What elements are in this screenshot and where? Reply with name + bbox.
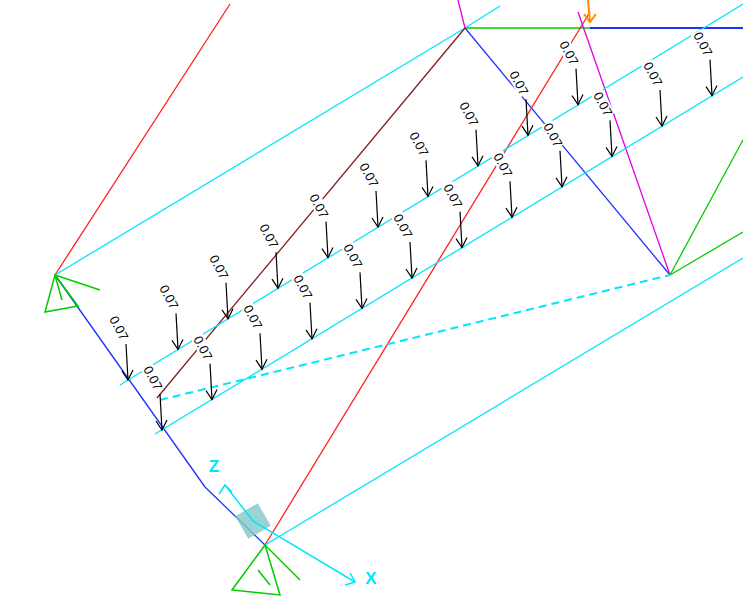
- frame-marker: [584, 0, 596, 22]
- load-arrow: [126, 344, 128, 380]
- arrow-head: [206, 390, 217, 400]
- load-arrow: [210, 364, 212, 400]
- support-symbol: [45, 275, 100, 312]
- arrow-head: [556, 177, 567, 187]
- load-value: 0.07: [291, 272, 315, 302]
- arrow-head: [656, 116, 667, 126]
- load-arrow: [410, 242, 412, 278]
- load-arrow: [526, 99, 528, 135]
- load-value: 0.07: [441, 180, 465, 210]
- load-value: 0.07: [307, 190, 331, 220]
- load-arrow: [360, 272, 362, 308]
- load-value: 0.07: [191, 332, 215, 362]
- arrow-head: [222, 309, 233, 319]
- arrow-head: [522, 125, 533, 135]
- axis-label: X: [365, 570, 376, 587]
- load-value: 0.07: [107, 313, 131, 343]
- load-value: 0.07: [491, 150, 515, 180]
- load-line: [120, 4, 743, 385]
- arrow-head: [322, 248, 333, 258]
- arrow-head: [606, 146, 617, 156]
- load-arrow: [276, 252, 278, 288]
- load-arrow: [660, 90, 662, 126]
- load-arrow: [460, 212, 462, 248]
- load-value: 0.07: [257, 221, 281, 251]
- load-arrow: [326, 222, 328, 258]
- load-arrow: [476, 130, 478, 166]
- load-arrow: [426, 160, 428, 196]
- frame-member: [160, 275, 670, 400]
- frame-member: [458, 0, 465, 28]
- load-value: 0.07: [557, 37, 581, 67]
- frame-member: [157, 28, 465, 398]
- load-arrow: [510, 181, 512, 217]
- frame-member: [265, 258, 743, 545]
- frame-member: [465, 28, 670, 275]
- arrow-head: [122, 370, 133, 380]
- load-value: 0.07: [157, 282, 181, 312]
- load-arrow: [576, 69, 578, 105]
- arrow-head: [156, 420, 167, 430]
- arrow-head: [172, 339, 183, 349]
- frame-member: [590, 27, 743, 29]
- frame-member: [465, 6, 500, 28]
- load-value: 0.07: [207, 252, 231, 282]
- load-arrow: [560, 151, 562, 187]
- arrow-head: [572, 95, 583, 105]
- load-value: 0.07: [457, 99, 481, 129]
- arrow-head: [706, 86, 717, 96]
- arrow-head: [306, 329, 317, 339]
- axis-arrow: [219, 485, 355, 585]
- arrow-head: [506, 207, 517, 217]
- arrow-head: [256, 359, 267, 369]
- support-symbol: [232, 545, 300, 595]
- frame-member: [578, 12, 670, 275]
- arrow-head: [372, 217, 383, 227]
- load-value: 0.07: [357, 160, 381, 190]
- load-arrow: [160, 394, 162, 430]
- arrow-head: [472, 156, 483, 166]
- axis-label: Z: [209, 458, 219, 475]
- load-value: 0.07: [641, 59, 665, 89]
- frame-member: [670, 232, 743, 275]
- frame-member: [55, 28, 465, 275]
- load-value: 0.07: [341, 241, 365, 271]
- load-arrow: [710, 60, 712, 96]
- load-value: 0.07: [591, 89, 615, 119]
- load-value: 0.07: [691, 28, 715, 58]
- arrow-head: [272, 278, 283, 288]
- load-value: 0.07: [141, 363, 165, 393]
- arrow-head: [406, 268, 417, 278]
- arrow-head: [456, 238, 467, 248]
- load-value: 0.07: [391, 211, 415, 241]
- load-value: 0.07: [507, 68, 531, 98]
- frame-member: [265, 12, 590, 545]
- frame-member: [465, 27, 590, 28]
- frame-member: [55, 4, 230, 275]
- load-arrow: [610, 120, 612, 156]
- frame-member: [670, 140, 743, 275]
- load-value: 0.07: [407, 129, 431, 159]
- load-arrow: [176, 313, 178, 349]
- load-value: 0.07: [541, 120, 565, 150]
- arrow-head: [422, 186, 433, 196]
- load-arrow: [260, 333, 262, 369]
- load-arrow: [226, 283, 228, 319]
- arrow-head: [356, 298, 367, 308]
- load-arrow: [310, 303, 312, 339]
- load-line: [155, 77, 743, 434]
- load-value: 0.07: [241, 302, 265, 332]
- load-arrow: [376, 191, 378, 227]
